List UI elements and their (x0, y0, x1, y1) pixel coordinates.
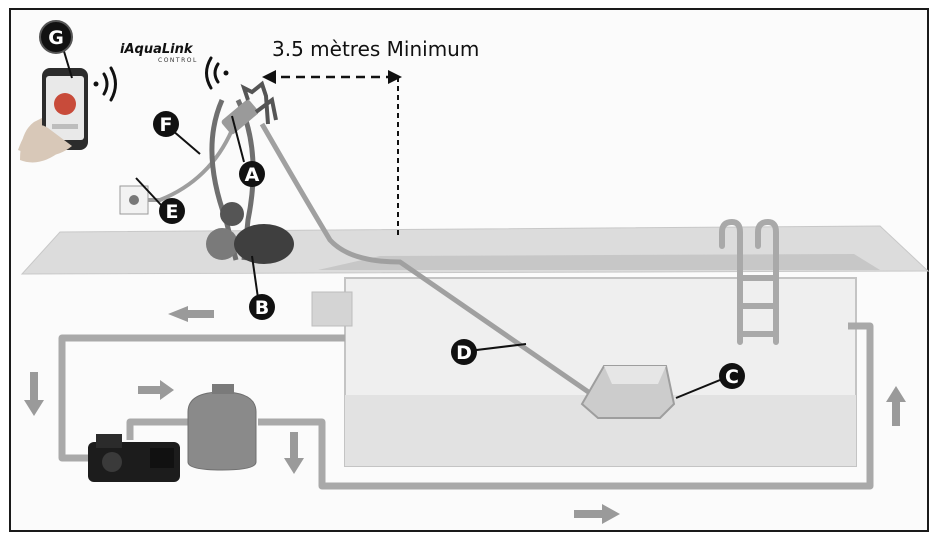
filtration-pipes (58, 322, 874, 490)
pool-floor (345, 395, 856, 466)
svg-text:A: A (245, 164, 260, 186)
svg-text:C: C (725, 366, 739, 388)
callout-e: E (159, 198, 185, 224)
power-outlet (129, 195, 139, 205)
flow-arrow-icon (24, 306, 906, 524)
floating-cable (259, 122, 602, 403)
callout-f: F (153, 111, 179, 137)
arrow-right-icon (388, 70, 402, 84)
pump (88, 434, 180, 482)
control-box (221, 99, 259, 135)
callout-c: C (719, 363, 745, 389)
distance-label: 3.5 mètres Minimum (272, 37, 479, 61)
power-cable (148, 110, 246, 202)
callout-g: G (39, 20, 73, 54)
svg-text:E: E (166, 201, 179, 223)
logo-main-text: AquaLink (123, 42, 193, 57)
logo-sub-text: CONTROL (158, 57, 198, 64)
wifi-signal-icon (205, 56, 229, 90)
sand-filter (187, 384, 257, 471)
aqualink-logo: iAquaLink CONTROL (120, 42, 198, 64)
caddy-handle (240, 80, 278, 125)
smartphone-icon (18, 68, 88, 163)
pool-ladder (719, 218, 779, 345)
svg-text:G: G (48, 27, 64, 49)
arrow-left-icon (262, 70, 276, 84)
svg-text:F: F (160, 114, 173, 136)
svg-text:iAquaLink: iAquaLink (120, 42, 194, 57)
cleaner-caddy (206, 98, 294, 264)
skimmer (311, 291, 353, 327)
callout-d: D (451, 339, 477, 365)
svg-text:B: B (255, 297, 269, 319)
phone-signal-icon (93, 66, 117, 102)
callout-a: A (239, 161, 265, 187)
callout-b: B (249, 294, 275, 320)
pool-robot (580, 365, 676, 419)
svg-text:D: D (456, 342, 472, 364)
